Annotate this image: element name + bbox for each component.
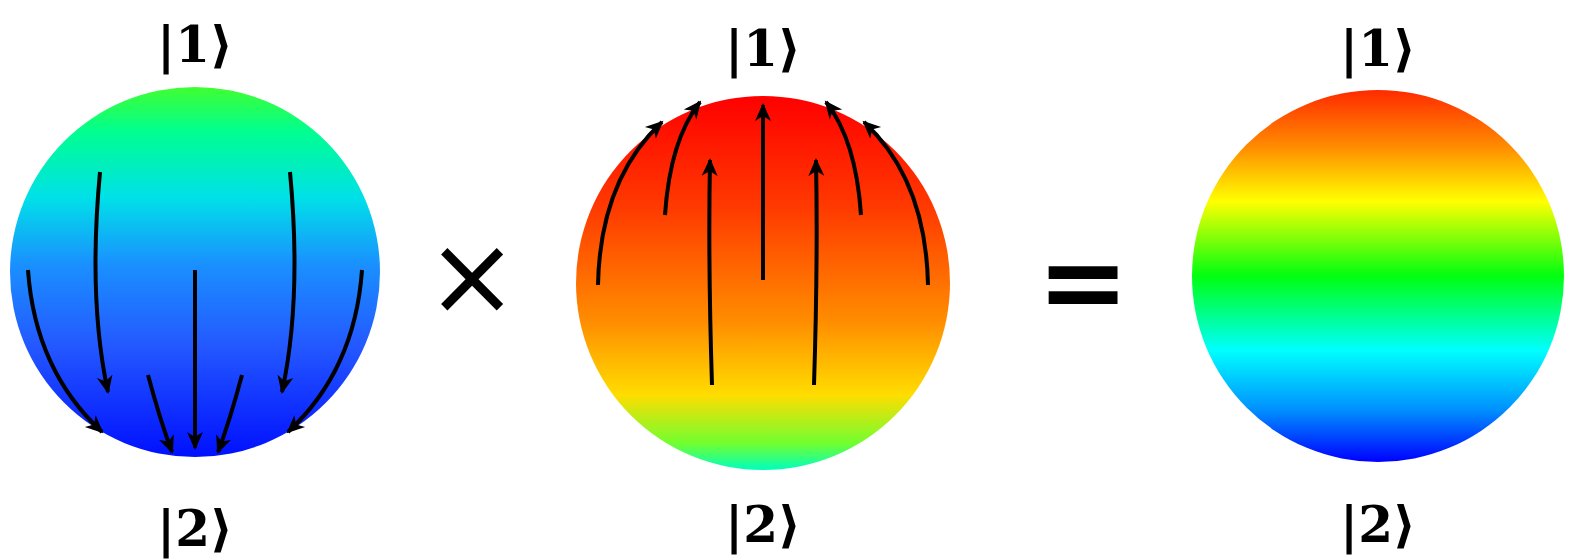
bottom-state-label: |2⟩: [1340, 497, 1416, 552]
sphere-right: [1192, 90, 1564, 462]
top-state-label: |1⟩: [725, 21, 801, 76]
flow-arrows-up: [598, 102, 928, 385]
bottom-state-label: |2⟩: [157, 501, 233, 556]
bottom-state-label: |2⟩: [725, 497, 801, 552]
flow-arrows-down: [28, 172, 362, 452]
state-sphere: |1⟩|2⟩: [10, 87, 380, 457]
times-operator: ×: [426, 221, 518, 331]
state-sphere: |1⟩|2⟩: [576, 96, 950, 470]
state-sphere: |1⟩|2⟩: [1192, 90, 1564, 462]
sphere-left: [10, 87, 380, 457]
equals-operator: =: [1037, 227, 1129, 337]
top-state-label: |1⟩: [1340, 21, 1416, 76]
sphere-middle: [576, 96, 950, 470]
top-state-label: |1⟩: [157, 17, 233, 72]
